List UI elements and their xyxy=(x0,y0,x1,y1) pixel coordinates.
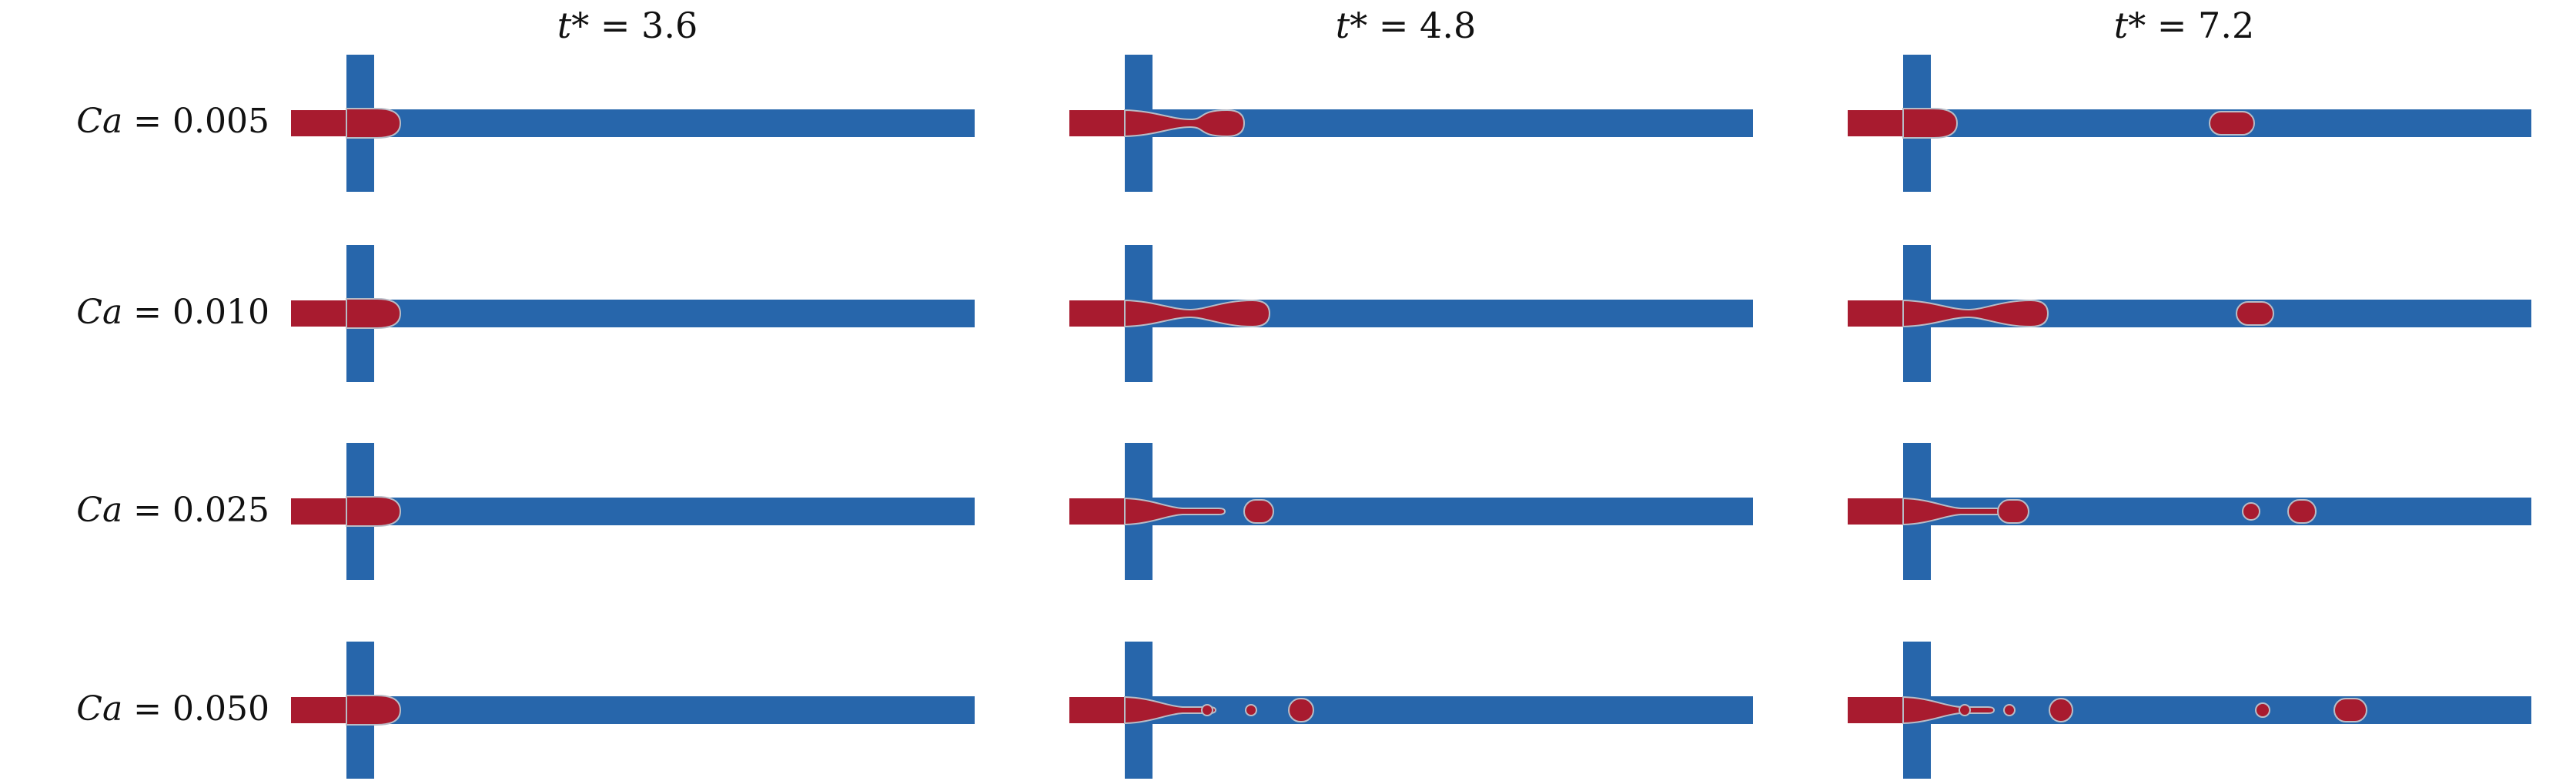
droplet-1 xyxy=(2236,301,2274,326)
droplet-5 xyxy=(2333,698,2367,722)
panel-r3-c3 xyxy=(1848,443,2531,580)
main-channel xyxy=(1125,498,1753,525)
row-eq-4: = 0.050 xyxy=(122,689,269,729)
panel-r4-c2 xyxy=(1069,642,1753,779)
inlet-dispersed-phase xyxy=(291,110,346,136)
panel-r1-c1 xyxy=(291,55,975,192)
column-title-3: t* = 7.2 xyxy=(2030,5,2338,46)
row-eq-1: = 0.005 xyxy=(122,102,269,141)
column-var-2: t* xyxy=(1335,5,1368,46)
column-var-3: t* xyxy=(2113,5,2146,46)
inlet-dispersed-phase xyxy=(1069,498,1125,525)
droplet-3 xyxy=(2287,499,2317,524)
droplet-3 xyxy=(1288,698,1314,722)
junction-dispersed-phase xyxy=(1124,497,1226,526)
column-title-2: t* = 4.8 xyxy=(1252,5,1560,46)
panel-r2-c2 xyxy=(1069,245,1753,382)
junction-dispersed-phase xyxy=(346,298,402,329)
row-var-2: Ca xyxy=(76,293,123,332)
main-channel xyxy=(346,300,975,327)
inlet-dispersed-phase xyxy=(291,498,346,525)
main-channel xyxy=(1903,696,2531,724)
junction-dispersed-phase xyxy=(1902,299,2049,328)
main-channel xyxy=(346,696,975,724)
inlet-dispersed-phase xyxy=(1848,697,1903,723)
inlet-dispersed-phase xyxy=(1069,697,1125,723)
inlet-dispersed-phase xyxy=(291,300,346,327)
droplet-1 xyxy=(2209,111,2255,136)
droplet-2 xyxy=(1245,704,1257,716)
row-label-1: Ca = 0.005 xyxy=(0,102,269,141)
inlet-dispersed-phase xyxy=(1848,498,1903,525)
junction-dispersed-phase xyxy=(1124,299,1271,328)
droplet-2 xyxy=(2242,502,2260,521)
junction-dispersed-phase xyxy=(1902,696,1996,725)
row-label-4: Ca = 0.050 xyxy=(0,690,269,729)
droplet-3 xyxy=(2049,698,2073,722)
main-channel xyxy=(346,498,975,525)
row-label-2: Ca = 0.010 xyxy=(0,293,269,332)
column-title-1: t* = 3.6 xyxy=(473,5,781,46)
column-eq-3: = 7.2 xyxy=(2146,5,2255,46)
droplet-1 xyxy=(1997,499,2029,524)
inlet-dispersed-phase xyxy=(1069,300,1125,327)
junction-dispersed-phase xyxy=(346,108,402,139)
column-eq-1: = 3.6 xyxy=(589,5,698,46)
row-var-1: Ca xyxy=(76,102,123,141)
junction-dispersed-phase xyxy=(346,695,402,726)
panel-r2-c1 xyxy=(291,245,975,382)
row-label-3: Ca = 0.025 xyxy=(0,491,269,530)
droplet-1 xyxy=(1243,499,1274,524)
panel-r3-c2 xyxy=(1069,443,1753,580)
panel-r2-c3 xyxy=(1848,245,2531,382)
row-eq-2: = 0.010 xyxy=(122,293,269,332)
panel-r3-c1 xyxy=(291,443,975,580)
inlet-dispersed-phase xyxy=(1848,110,1903,136)
junction-dispersed-phase xyxy=(1124,696,1217,725)
column-var-1: t* xyxy=(557,5,590,46)
droplet-1 xyxy=(1201,704,1213,716)
junction-dispersed-phase xyxy=(1124,109,1246,138)
panel-r1-c3 xyxy=(1848,55,2531,192)
panel-r4-c3 xyxy=(1848,642,2531,779)
panel-r4-c1 xyxy=(291,642,975,779)
droplet-2 xyxy=(2003,704,2016,716)
row-eq-3: = 0.025 xyxy=(122,491,269,530)
row-var-4: Ca xyxy=(76,689,123,729)
inlet-dispersed-phase xyxy=(1069,110,1125,136)
junction-dispersed-phase xyxy=(346,496,402,527)
panel-r1-c2 xyxy=(1069,55,1753,192)
row-var-3: Ca xyxy=(76,491,123,530)
junction-dispersed-phase xyxy=(1902,108,1959,139)
inlet-dispersed-phase xyxy=(1848,300,1903,327)
droplet-4 xyxy=(2255,702,2270,718)
droplet-1 xyxy=(1959,704,1971,716)
inlet-dispersed-phase xyxy=(291,697,346,723)
main-channel xyxy=(346,109,975,137)
main-channel xyxy=(1125,696,1753,724)
column-eq-2: = 4.8 xyxy=(1367,5,1477,46)
